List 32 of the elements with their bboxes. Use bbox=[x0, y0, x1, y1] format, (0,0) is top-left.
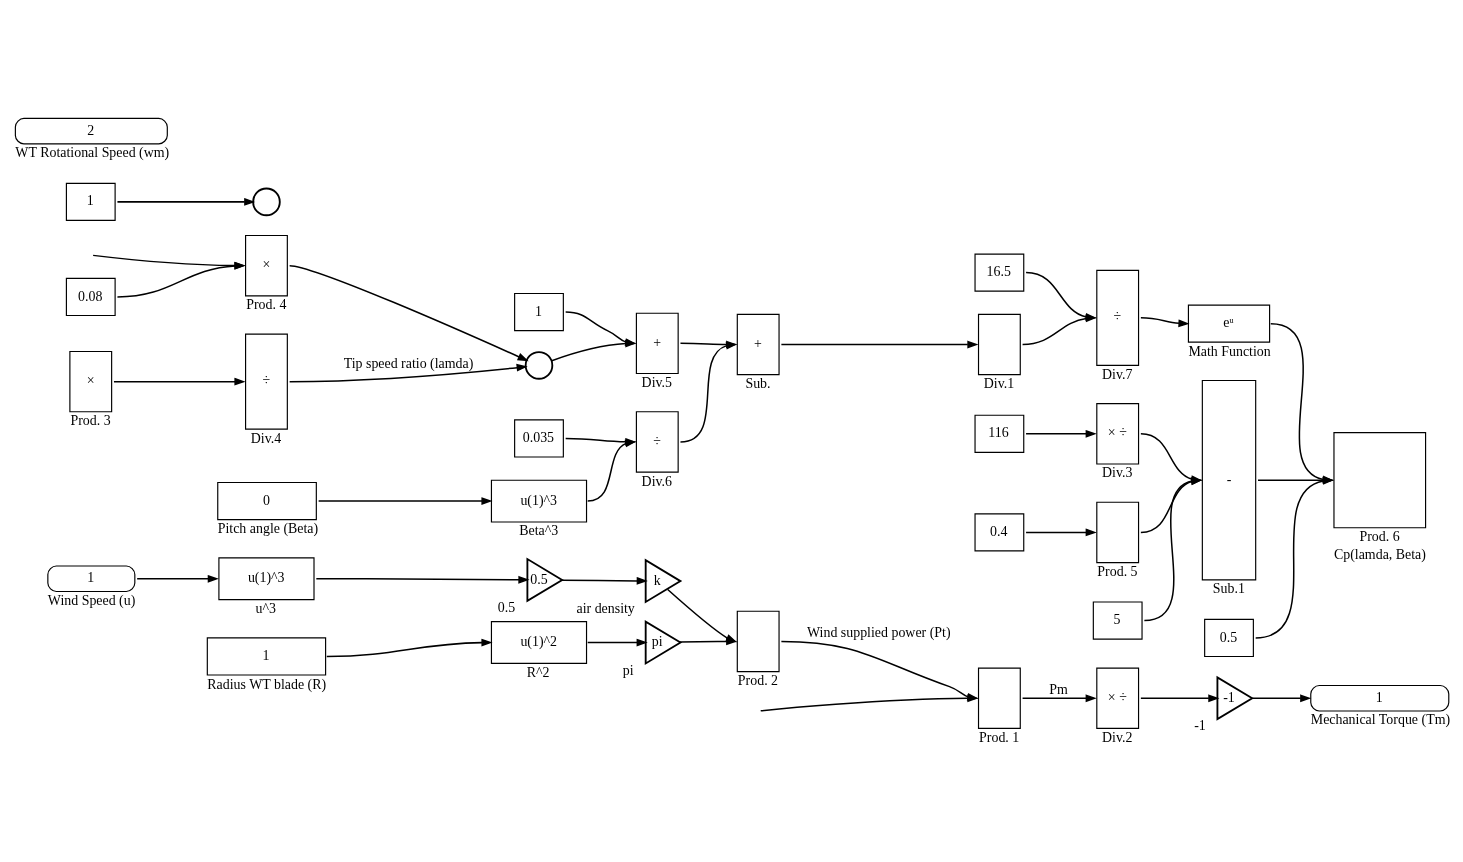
node-label: Cp(lamda, Beta) bbox=[1333, 546, 1426, 562]
node-label: Div.2 bbox=[1102, 729, 1133, 745]
node-label: Sub.1 bbox=[1212, 580, 1245, 596]
node-label: Beta^3 bbox=[519, 522, 559, 538]
node-label: pi bbox=[622, 662, 634, 678]
node-label: Mechanical Torque (Tm) bbox=[1310, 711, 1451, 727]
node-label: R^2 bbox=[526, 664, 550, 680]
node-label: WT Rotational Speed (wm) bbox=[15, 144, 170, 160]
node-label: Div.4 bbox=[250, 430, 282, 446]
node-label: Div.6 bbox=[641, 473, 673, 489]
node-label: Div.5 bbox=[641, 374, 673, 390]
node-label: Sub. bbox=[745, 375, 771, 391]
node-label: u^3 bbox=[255, 600, 276, 616]
node-label: -1 bbox=[1194, 717, 1206, 733]
node-label: Div.7 bbox=[1102, 366, 1133, 382]
node-label: Radius WT blade (R) bbox=[207, 675, 327, 691]
node-label: Div.1 bbox=[983, 375, 1015, 391]
node-label: Div.3 bbox=[1102, 464, 1133, 480]
node-label: Prod. 3 bbox=[70, 412, 111, 428]
node-label: Prod. 4 bbox=[246, 296, 287, 312]
edge-label: Pm bbox=[1049, 681, 1068, 697]
node-label: 0.5 bbox=[497, 599, 516, 615]
node-label: air density bbox=[576, 600, 635, 616]
node-label: Prod. 5 bbox=[1097, 563, 1138, 579]
node-label: Pitch angle (Beta) bbox=[217, 520, 319, 536]
node-label: Prod. 2 bbox=[737, 672, 779, 688]
node-label: Math Function bbox=[1188, 343, 1271, 359]
node-label: Prod. 6 bbox=[1359, 528, 1400, 544]
edge-label: Tip speed ratio (lamda) bbox=[343, 355, 474, 371]
node-label: Prod. 1 bbox=[979, 729, 1020, 745]
edge-label: Wind supplied power (Pt) bbox=[807, 624, 951, 640]
node-label: Wind Speed (u) bbox=[47, 592, 136, 608]
